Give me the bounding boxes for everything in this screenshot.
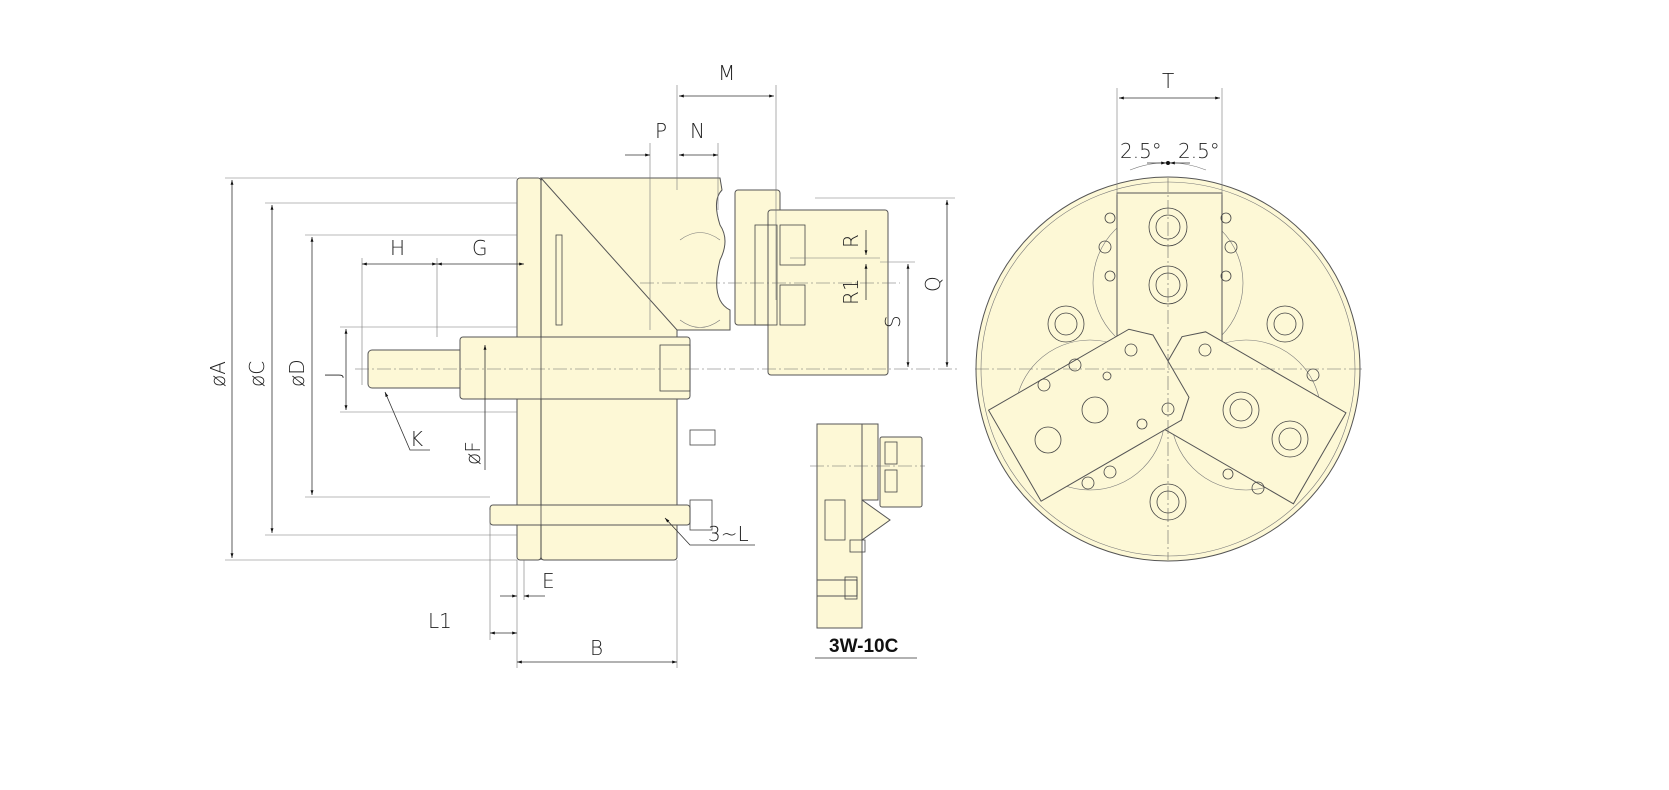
dim-label-D: øD (285, 359, 309, 387)
dim-label-Q: Q (921, 276, 945, 292)
dim-label-E: E (542, 569, 555, 593)
dim-label-P: P (655, 119, 667, 143)
dim-label-G: G (472, 236, 488, 260)
dim-label-K: K (410, 427, 423, 451)
side-view (355, 177, 960, 561)
dim-label-B: B (590, 636, 603, 660)
dim-label-R1: R1 (839, 278, 863, 305)
side-dimensions: øA øC øD J H G K øF 3~L (206, 61, 955, 668)
dim-label-S: S (881, 315, 905, 328)
dim-label-H: H (390, 236, 405, 260)
dim-label-N: N (690, 119, 705, 143)
dim-label-A: øA (206, 361, 230, 387)
angle-label-right: 2.5° (1178, 139, 1220, 163)
dim-label-C: øC (245, 361, 269, 387)
dim-label-R: R (839, 234, 863, 248)
dim-label-F: øF (461, 441, 485, 465)
front-view (975, 176, 1362, 562)
dim-label-T: T (1162, 69, 1174, 93)
dim-label-L1: L1 (428, 609, 452, 633)
dim-label-L: 3~L (708, 522, 749, 546)
variant-view-3w-10c: 3W-10C (810, 423, 925, 659)
dim-label-J: J (321, 372, 345, 378)
model-label: 3W-10C (829, 636, 899, 657)
front-dimensions: T 2.5° 2.5° (1116, 69, 1223, 195)
angle-label-left: 2.5° (1120, 139, 1162, 163)
dim-label-M: M (718, 61, 735, 85)
